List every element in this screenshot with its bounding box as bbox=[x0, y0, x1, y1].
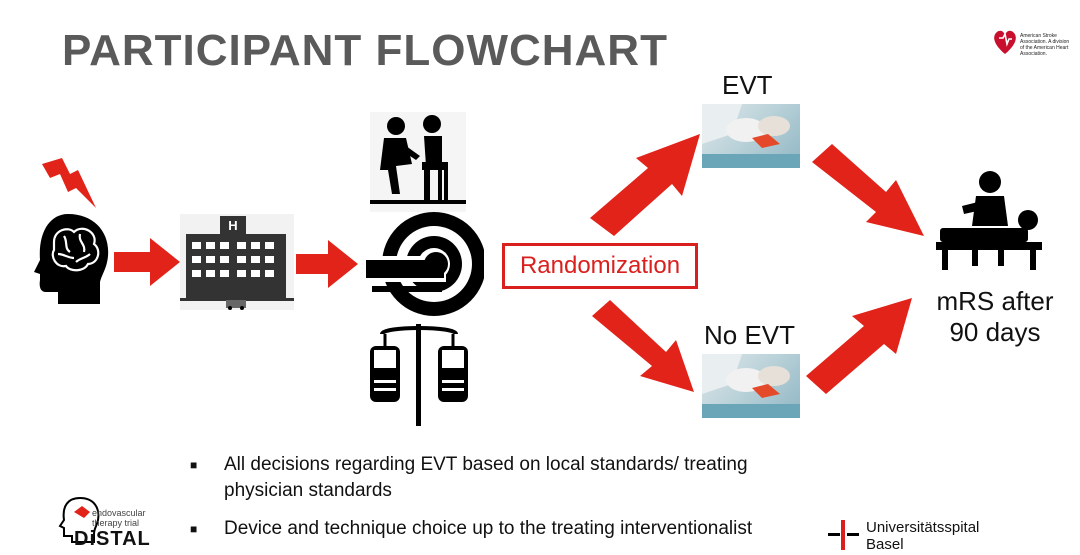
outcome-line-1: mRS after bbox=[936, 286, 1054, 316]
aha-heart-logo-icon bbox=[994, 30, 1016, 54]
no-evt-procedure-photo bbox=[702, 354, 800, 418]
distal-subtitle-line-2: therapy trial bbox=[92, 518, 140, 528]
note-text: All decisions regarding EVT based on loc… bbox=[224, 454, 748, 501]
unispital-line-2: Basel bbox=[866, 536, 904, 553]
arrow-no-evt-to-outcome-icon bbox=[806, 298, 912, 394]
bullet-icon: ■ bbox=[190, 458, 198, 472]
unispital-line-1: Universitätsspital bbox=[866, 519, 980, 536]
notes-list: ■ All decisions regarding EVT based on l… bbox=[190, 452, 830, 554]
distal-logo-text: DiSTAL bbox=[74, 528, 151, 550]
evt-label: EVT bbox=[722, 70, 773, 100]
randomization-label: Randomization bbox=[519, 252, 681, 279]
distal-logo-icon bbox=[58, 496, 100, 543]
distal-subtitle: endovascular therapy trial bbox=[92, 508, 146, 528]
no-evt-label: No EVT bbox=[704, 320, 796, 350]
iv-bags-icon bbox=[370, 324, 468, 426]
evt-procedure-photo bbox=[702, 104, 800, 168]
aha-logo-text: American Stroke Association. A division … bbox=[1020, 33, 1070, 57]
svg-text:H: H bbox=[228, 218, 237, 233]
distal-subtitle-line-1: endovascular bbox=[92, 508, 146, 518]
note-item: ■ All decisions regarding EVT based on l… bbox=[190, 452, 830, 504]
note-text: Device and technique choice up to the tr… bbox=[224, 518, 753, 539]
randomization-box: Randomization bbox=[502, 243, 698, 289]
hospital-icon: H bbox=[180, 214, 294, 310]
arrow-evt-to-outcome-icon bbox=[812, 144, 924, 236]
note-item: ■ Device and technique choice up to the … bbox=[190, 516, 830, 542]
bullet-icon: ■ bbox=[190, 522, 198, 536]
outcome-label: mRS after 90 days bbox=[920, 286, 1070, 348]
arrow-to-imaging-icon bbox=[296, 240, 358, 288]
page-title: PARTICIPANT FLOWCHART bbox=[62, 26, 668, 75]
lightning-icon bbox=[42, 158, 96, 208]
unispital-logo-text: Universitätsspital Basel bbox=[866, 519, 979, 553]
mri-scanner-icon bbox=[366, 212, 484, 316]
consultation-icon bbox=[370, 112, 466, 212]
arrow-to-no-evt-icon bbox=[592, 300, 694, 392]
arrow-to-evt-icon bbox=[590, 134, 700, 236]
brain-head-icon bbox=[34, 214, 109, 304]
arrow-to-hospital-icon bbox=[114, 238, 180, 286]
patient-bed-icon bbox=[936, 171, 1042, 270]
outcome-line-2: 90 days bbox=[949, 317, 1041, 347]
unispital-logo-icon bbox=[828, 520, 859, 550]
